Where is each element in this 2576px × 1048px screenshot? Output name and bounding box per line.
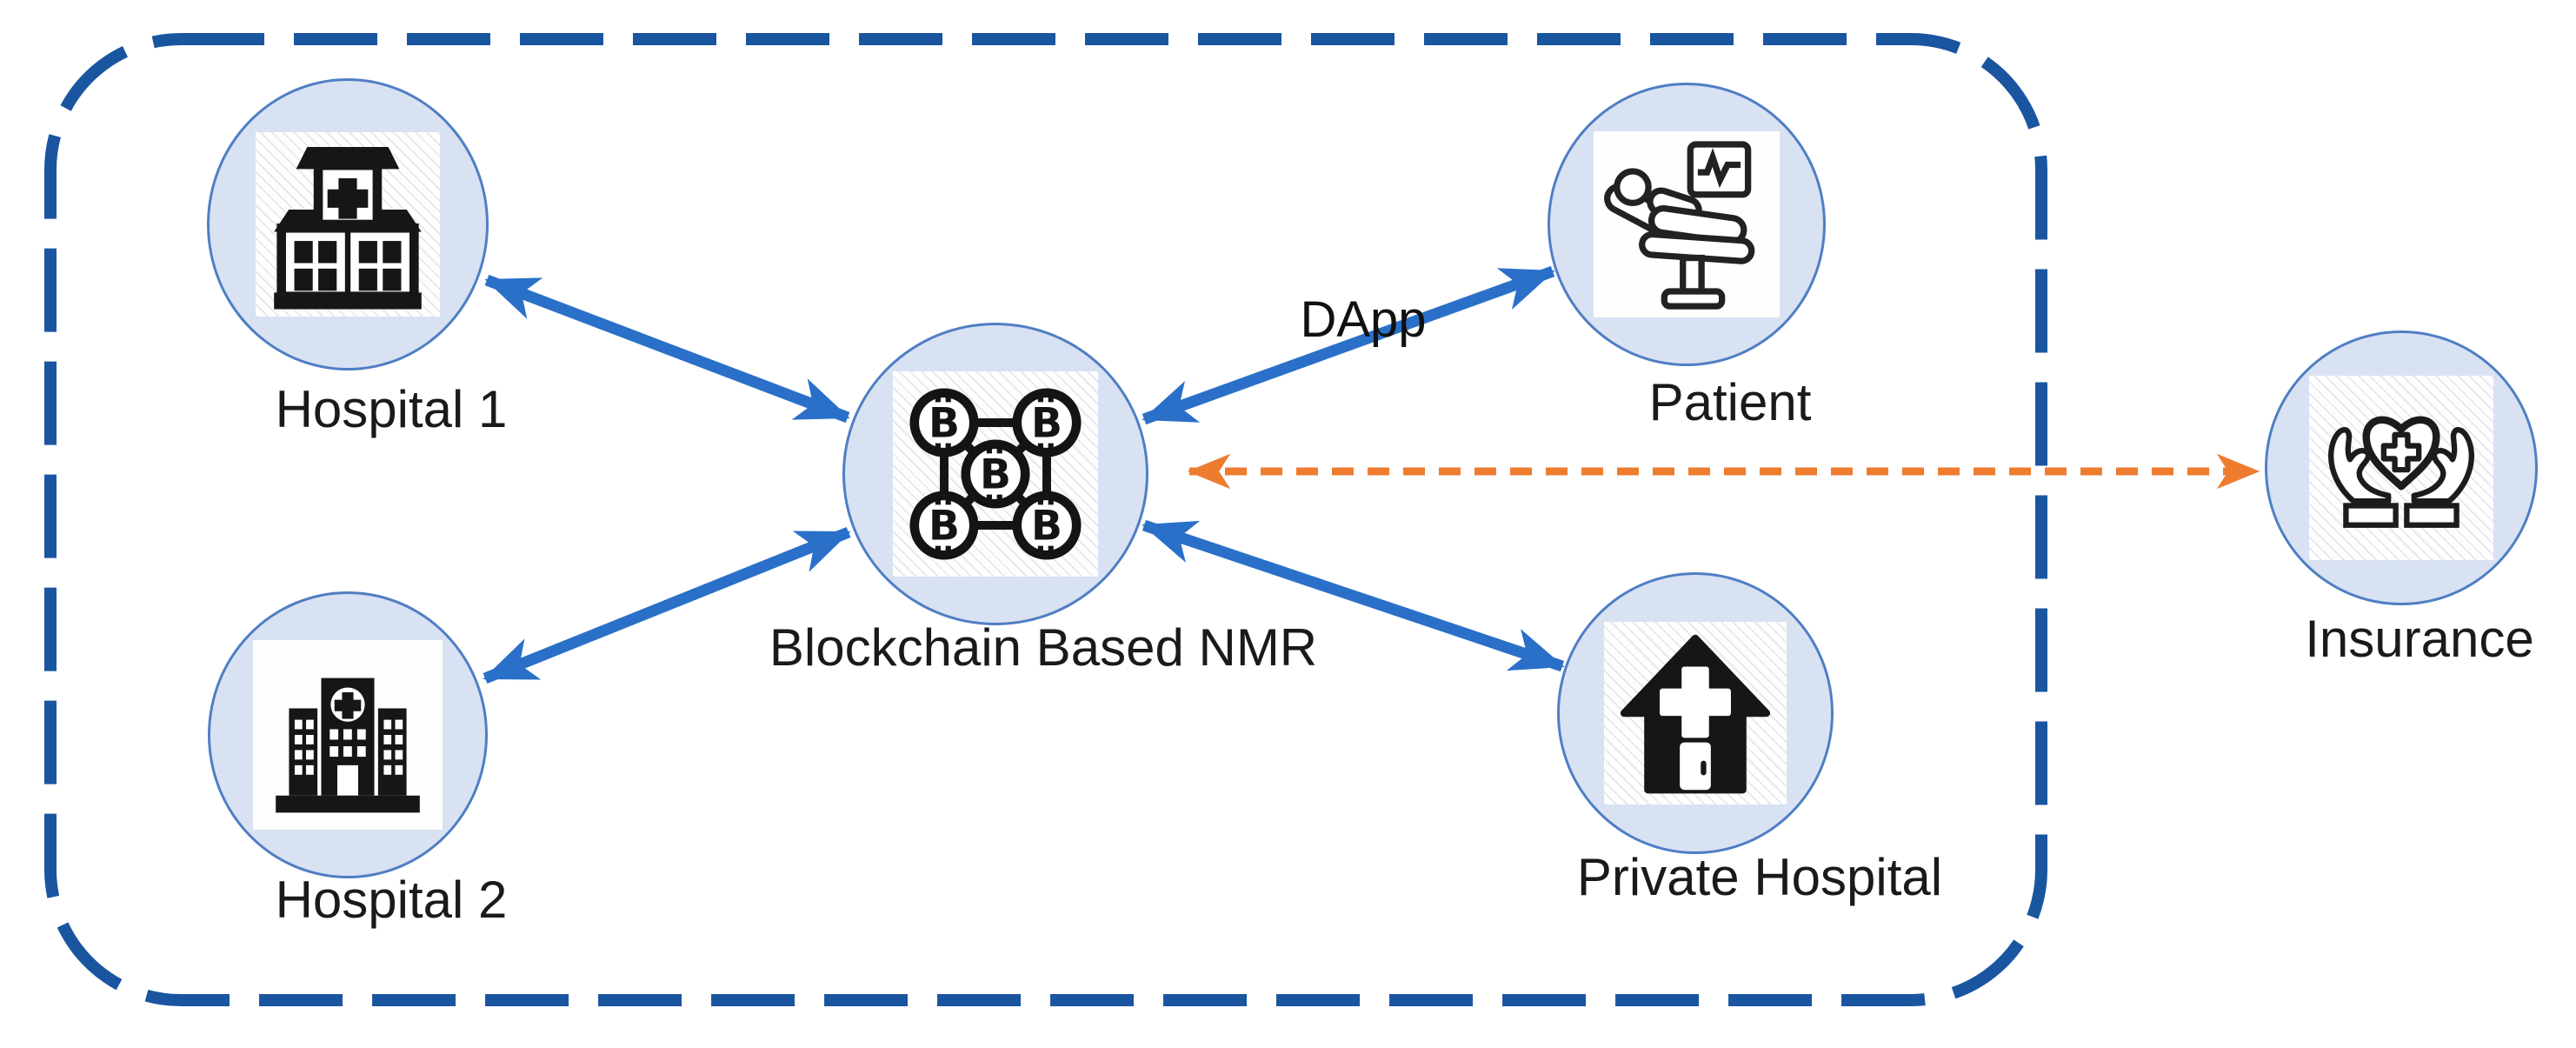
edge-hospital1-blockchain [484,274,850,424]
node-patient [1548,83,1826,366]
node-insurance [2265,330,2538,605]
node-label-blockchain: Blockchain Based NMR [769,618,1318,677]
edge-blockchain-private-hospital [1142,519,1565,672]
node-hospital2-panel [253,640,443,830]
edge-blockchain-patient [1142,265,1555,425]
edge-label-dapp: DApp [1300,291,1427,348]
node-private-hospital-panel [1604,622,1787,804]
node-blockchain: B [842,323,1148,625]
patient-bed-icon [1594,131,1780,317]
node-hospital1-panel [256,132,440,317]
node-label-hospital1: Hospital 1 [275,380,508,438]
edge-hospital2-blockchain [483,526,851,684]
node-hospital2 [208,591,488,878]
private-hospital-icon [1604,622,1787,804]
hands-heart-icon [2309,376,2493,560]
node-label-patient: Patient [1648,373,1812,431]
node-label-hospital2: Hospital 2 [275,871,508,929]
node-patient-panel [1594,131,1780,317]
hospital-building-icon [256,132,440,317]
hospital-complex-icon [253,640,443,830]
node-blockchain-panel: B [893,371,1098,577]
node-insurance-panel [2309,376,2493,560]
consortium-boundary [44,33,2047,1006]
node-hospital1 [207,78,489,370]
node-private-hospital [1557,572,1834,854]
node-label-private-hospital: Private Hospital [1576,848,1943,906]
blockchain-network-icon: B [893,371,1098,577]
node-label-insurance: Insurance [2305,610,2534,668]
